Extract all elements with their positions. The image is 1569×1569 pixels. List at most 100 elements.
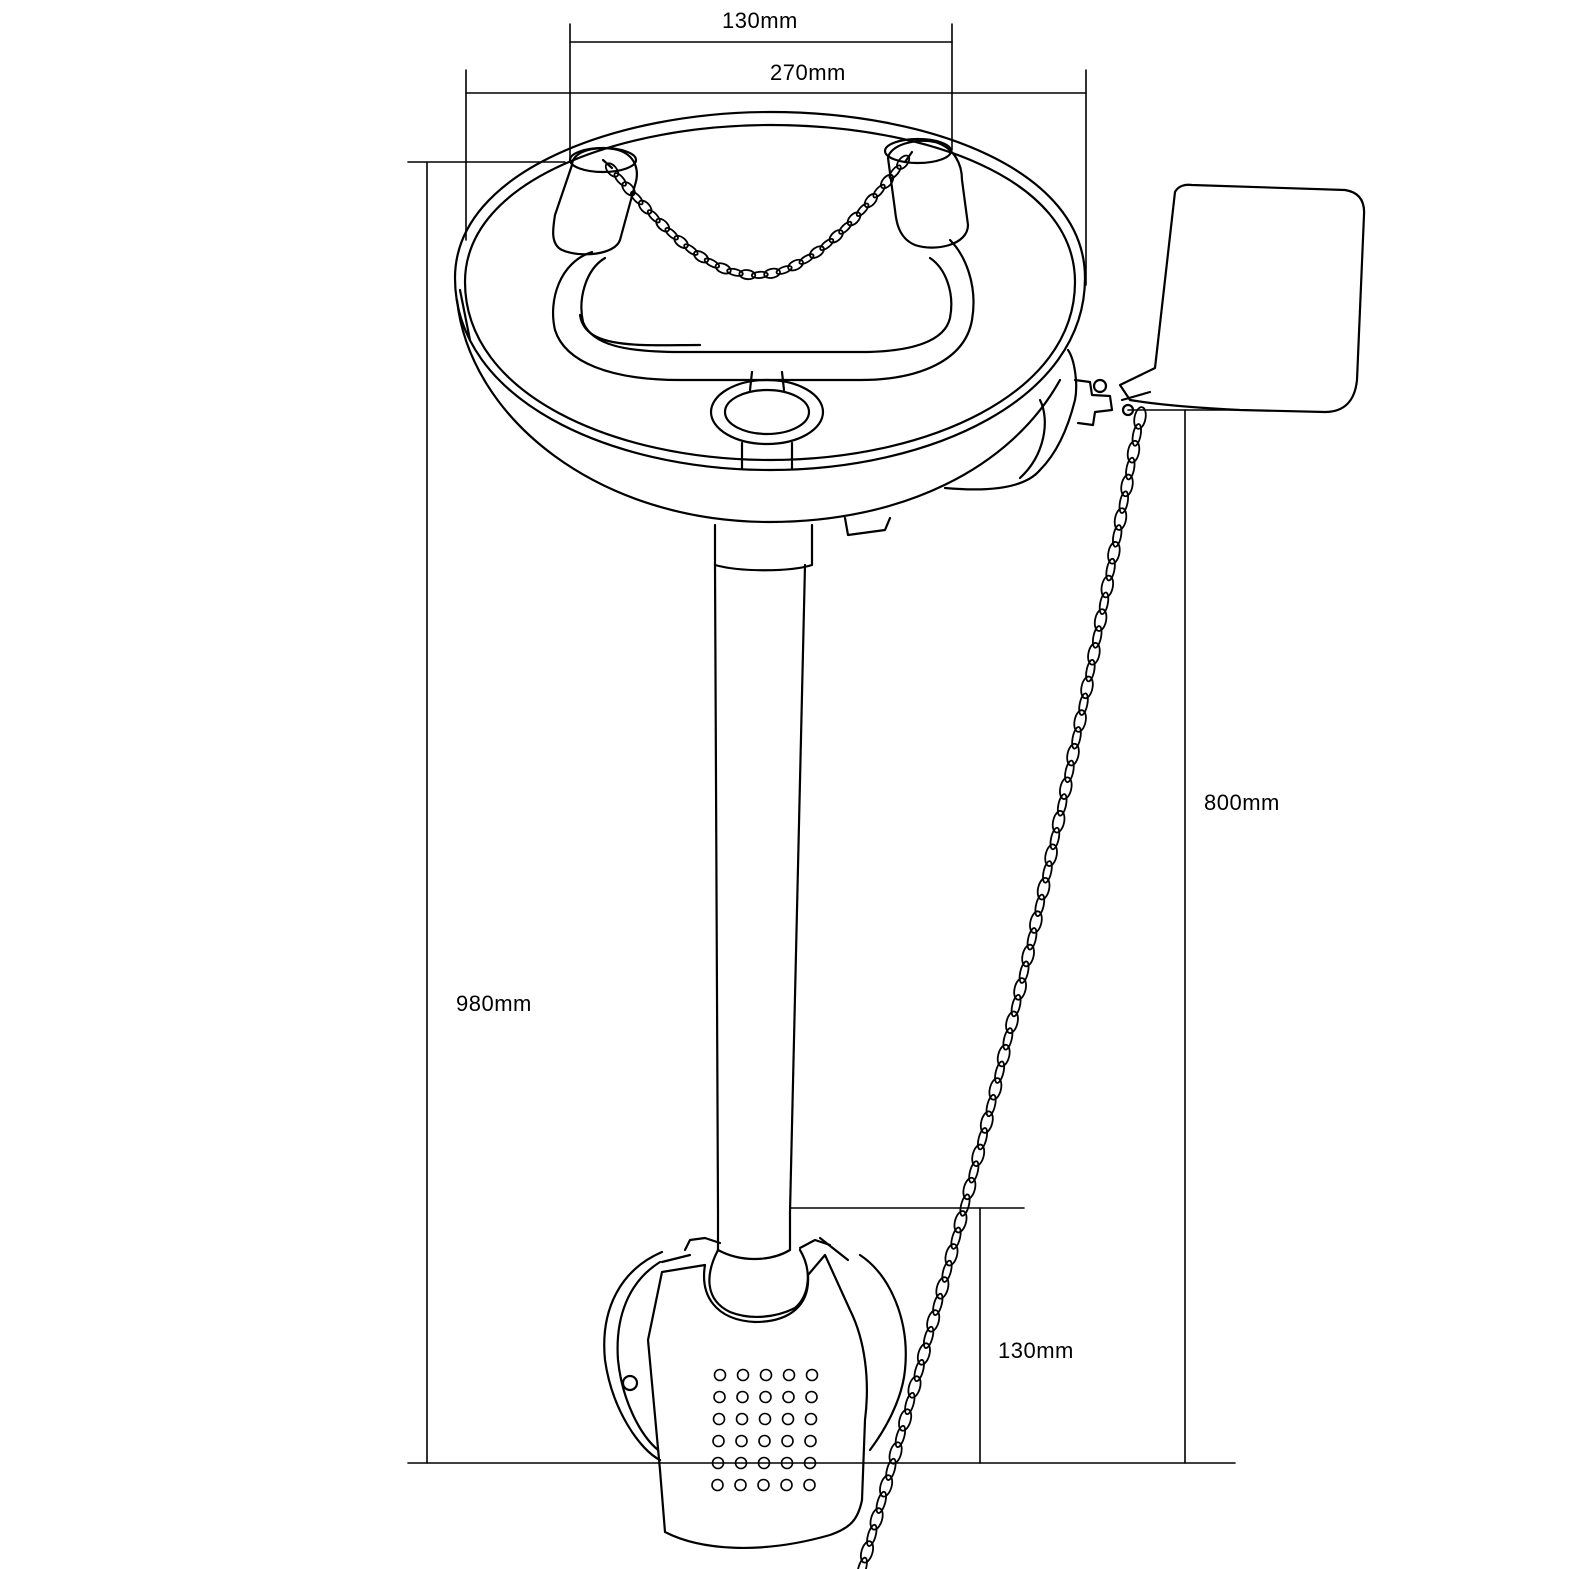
stand-pipe xyxy=(708,523,814,1319)
chain-link xyxy=(1125,456,1136,481)
chain-link xyxy=(859,1540,875,1564)
pull-chain xyxy=(856,406,1147,1569)
valve-housing xyxy=(843,348,1114,537)
chain-link xyxy=(926,1309,941,1333)
chain-link xyxy=(1126,439,1141,464)
chain-link xyxy=(985,1093,997,1118)
chain-link xyxy=(879,1474,894,1498)
chain-link xyxy=(664,226,679,241)
chain-link xyxy=(1034,893,1046,918)
chain-link xyxy=(808,245,825,259)
pedal-hole xyxy=(736,1368,750,1382)
chain-link xyxy=(898,1408,913,1432)
chain-link xyxy=(1018,960,1030,984)
chain-link xyxy=(1073,709,1087,733)
chain-link xyxy=(988,1077,1003,1101)
pedal-hole xyxy=(757,1478,770,1492)
chain-link xyxy=(1120,473,1134,498)
chain-link xyxy=(1091,625,1103,649)
chain-link xyxy=(896,154,911,171)
dim-label-pedal-height: 130mm xyxy=(998,1338,1074,1363)
pedal-hole xyxy=(711,1478,724,1492)
chain-link xyxy=(1078,692,1089,716)
chain-link xyxy=(738,269,757,281)
chain-link xyxy=(838,220,853,235)
pedal-hole xyxy=(781,1434,794,1448)
chain-link xyxy=(996,1043,1011,1068)
chain-link xyxy=(1098,591,1110,616)
pull-handle-flag xyxy=(1118,183,1366,417)
chain-link xyxy=(855,202,870,217)
chain-link xyxy=(888,164,902,180)
chain-link xyxy=(922,1325,935,1349)
chain-link xyxy=(880,173,895,190)
chain-link xyxy=(932,1292,944,1316)
pedal-hole xyxy=(758,1412,772,1426)
chain-link xyxy=(1071,726,1082,750)
chain-link xyxy=(976,1127,989,1151)
pedal-hole xyxy=(713,1368,727,1382)
chain-link xyxy=(1056,793,1068,817)
chain-link xyxy=(935,1276,950,1300)
pedal-hole xyxy=(712,1434,725,1448)
chain-link xyxy=(673,234,689,249)
chain-link xyxy=(872,183,886,199)
pedal-hole xyxy=(735,1434,748,1448)
chain-link xyxy=(979,1110,994,1134)
chain-link xyxy=(913,1358,925,1383)
pedal-hole xyxy=(711,1456,725,1470)
pedal-hole xyxy=(780,1478,793,1492)
chain-link xyxy=(968,1160,980,1184)
drain xyxy=(709,370,825,470)
pedal-hole xyxy=(757,1456,771,1470)
chain-link xyxy=(916,1342,931,1366)
chain-link xyxy=(1064,759,1075,784)
chain-link xyxy=(1133,406,1147,430)
chain-link xyxy=(726,267,744,277)
chain-link xyxy=(1087,642,1101,666)
chain-link xyxy=(1029,910,1043,934)
chain-link xyxy=(953,1210,968,1234)
pedal-hole xyxy=(804,1412,818,1426)
chain-link xyxy=(1051,809,1066,834)
chain-link xyxy=(885,1457,897,1481)
chain-link xyxy=(621,181,636,197)
chain-link xyxy=(1059,776,1073,800)
pedal-hole xyxy=(804,1434,817,1448)
chain-link xyxy=(1021,943,1035,968)
chain-link xyxy=(683,243,699,256)
chain-link xyxy=(655,217,671,233)
base-flange xyxy=(603,1236,907,1462)
chain-link xyxy=(866,1523,878,1547)
chain-link xyxy=(798,253,815,265)
chain-link xyxy=(1002,1027,1014,1051)
chain-link xyxy=(604,162,620,178)
chain-link xyxy=(1112,524,1123,548)
chain-link xyxy=(1066,742,1080,767)
chain-link xyxy=(693,250,710,264)
chain-link xyxy=(1026,927,1038,951)
chain-link xyxy=(1080,675,1094,700)
chain-link xyxy=(646,209,661,224)
chain-link xyxy=(1042,860,1053,884)
chain-link xyxy=(630,190,644,206)
chain-link xyxy=(1044,843,1058,867)
foot-pedal xyxy=(646,1236,868,1549)
chain-link xyxy=(959,1193,971,1217)
chain-link xyxy=(703,257,721,269)
pedal-hole xyxy=(805,1368,819,1382)
pedal-hole xyxy=(713,1390,726,1404)
chain-link xyxy=(971,1143,986,1167)
chain-link xyxy=(787,258,804,272)
pedal-hole xyxy=(803,1478,816,1492)
pedal-hole xyxy=(782,1368,796,1382)
chain-link xyxy=(819,238,835,251)
chain-link xyxy=(1010,993,1022,1018)
chain-link xyxy=(1107,541,1121,565)
chain-link xyxy=(1131,423,1142,447)
chain-link xyxy=(944,1243,959,1267)
chain-link xyxy=(875,1490,887,1514)
pedal-hole xyxy=(734,1478,747,1492)
pedal-hole xyxy=(781,1412,795,1426)
